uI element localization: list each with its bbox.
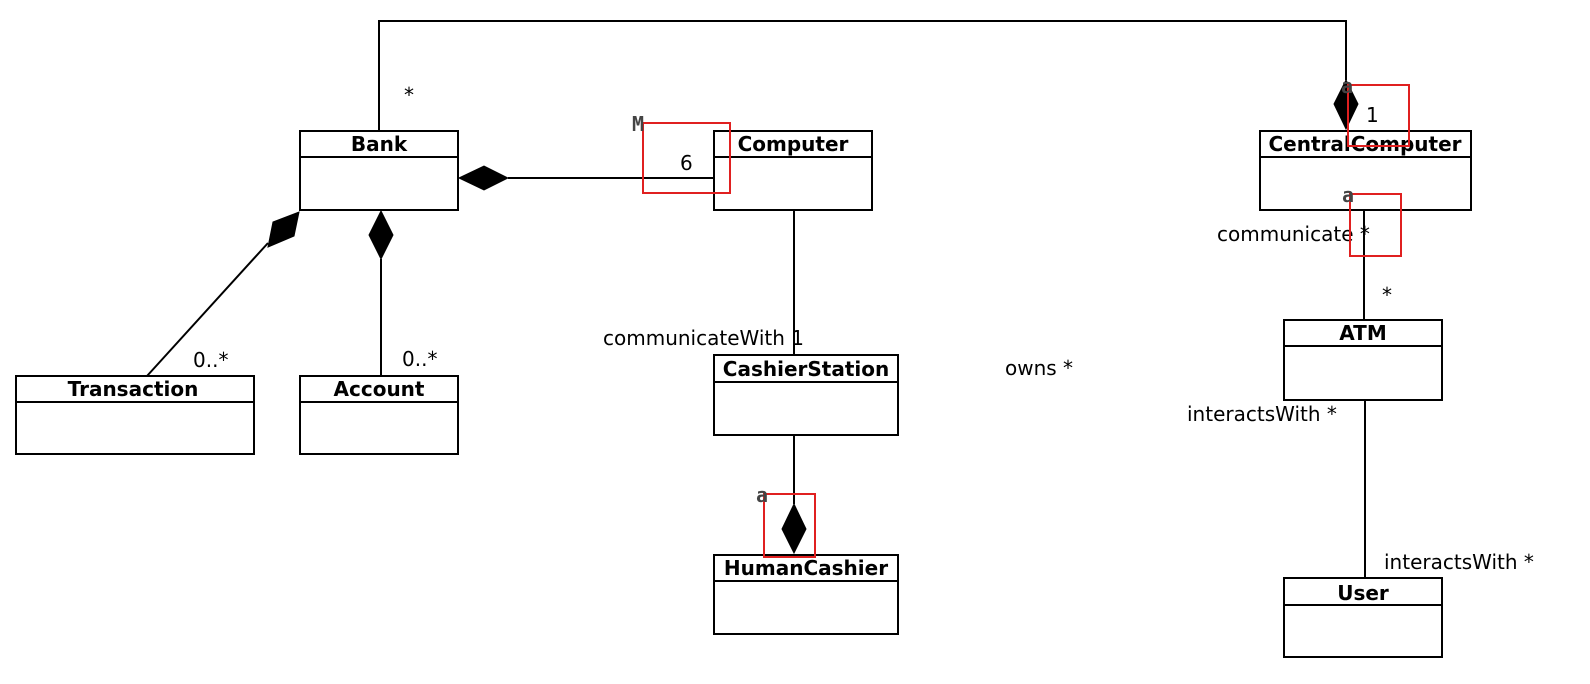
account-multiplicity: 0..* — [402, 347, 437, 371]
bank-account-diamond — [368, 209, 394, 261]
cashier-human-diamond — [781, 502, 807, 555]
class-computer[interactable]: Computer — [713, 130, 873, 211]
class-name: Computer — [738, 132, 849, 156]
interacts-with-atm-label: interactsWith * — [1187, 402, 1337, 426]
class-name: Bank — [351, 132, 408, 156]
class-human-cashier[interactable]: HumanCashier — [713, 554, 899, 635]
bank-transaction-edge — [146, 242, 269, 377]
central-multiplicity: 1 — [1366, 103, 1379, 127]
class-name: User — [1337, 581, 1389, 605]
central-top-annotation-marker: a — [1341, 74, 1410, 147]
bank-central-edge — [378, 20, 1347, 131]
bank-computer-diamond — [457, 165, 510, 191]
transaction-multiplicity: 0..* — [193, 348, 228, 372]
computer-annotation-marker: M — [632, 112, 731, 194]
communicate-label: communicate * — [1217, 222, 1370, 246]
class-name: CentralComputer — [1268, 132, 1461, 156]
central-composition-diamond — [1333, 78, 1359, 131]
class-name: CashierStation — [723, 357, 889, 381]
bank-star-label: * — [404, 83, 414, 107]
marker-letter: a — [1342, 183, 1354, 207]
marker-letter: a — [1341, 74, 1353, 98]
class-name: ATM — [1339, 321, 1386, 345]
interacts-with-user-label: interactsWith * — [1384, 550, 1534, 574]
class-atm[interactable]: ATM — [1283, 319, 1443, 401]
class-transaction[interactable]: Transaction — [15, 375, 255, 455]
marker-letter: M — [632, 112, 644, 136]
class-name: Account — [334, 377, 425, 401]
class-account[interactable]: Account — [299, 375, 459, 455]
communicate-with-label: communicateWith 1 — [603, 326, 804, 350]
atm-star-label: * — [1382, 283, 1392, 307]
central-bottom-annotation-marker: a — [1342, 183, 1402, 257]
class-user[interactable]: User — [1283, 577, 1443, 658]
cashier-annotation-marker: a — [756, 483, 816, 558]
class-central-computer[interactable]: CentralComputer — [1259, 130, 1472, 211]
class-bank[interactable]: Bank — [299, 130, 459, 211]
marker-letter: a — [756, 483, 768, 507]
computer-multiplicity: 6 — [680, 151, 693, 175]
owns-label: owns * — [1005, 356, 1073, 380]
class-name: Transaction — [68, 377, 199, 401]
class-cashier-station[interactable]: CashierStation — [713, 354, 899, 436]
class-name: HumanCashier — [724, 556, 888, 580]
bank-transaction-diamond — [267, 211, 300, 248]
